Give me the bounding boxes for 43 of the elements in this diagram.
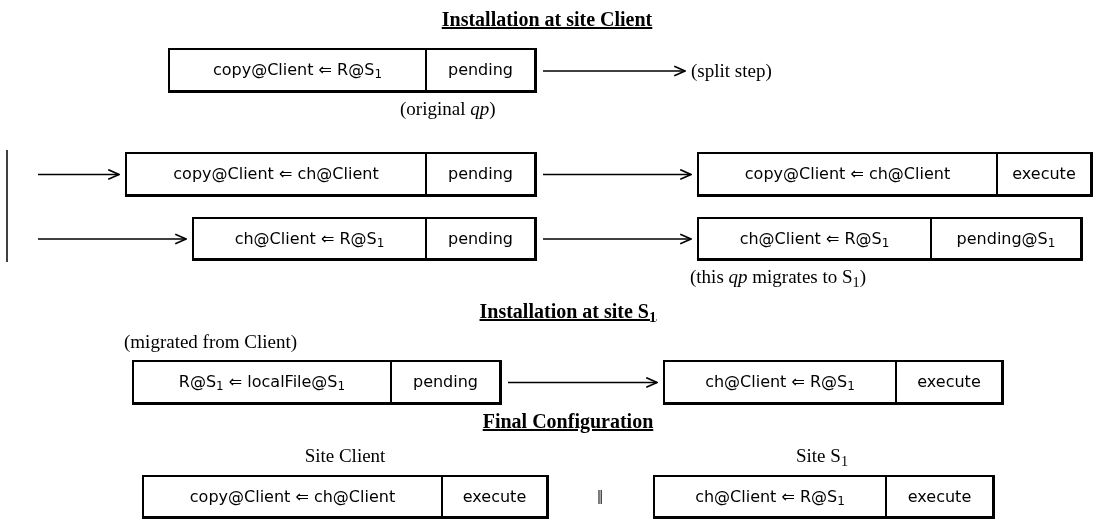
query-box: [653, 475, 995, 519]
query-box: [697, 217, 1083, 261]
status-cell: pending@S$_{1}$: [930, 219, 1080, 258]
status-cell: pending: [390, 362, 499, 402]
arrow: [37, 168, 120, 181]
arrow: [507, 376, 658, 389]
rule-cell-text: copy@Client ⇐ R@S$_{1}$: [212, 59, 383, 83]
annotation: (this qp migrates to S$_{1}$): [690, 265, 866, 292]
arrow: [37, 233, 187, 245]
section-heading: Installation at site S$_{1}$: [479, 299, 657, 326]
section-heading: Final Configuration: [482, 409, 654, 435]
parallel-symbol: ‖: [596, 483, 604, 511]
rule-cell-text: copy@Client ⇐ ch@Client: [172, 163, 380, 185]
status-cell: pending: [425, 50, 534, 90]
step-note: (split step): [691, 56, 772, 86]
rule-cell-text: ch@Client ⇐ R@S$_{1}$: [704, 371, 856, 395]
rule-cell-text: ch@Client ⇐ R@S$_{1}$: [694, 485, 846, 510]
rule-cell-text: ch@Client ⇐ R@S$_{1}$: [233, 227, 386, 252]
status-cell: pending: [425, 219, 534, 258]
site-label: Site S$_{1}$: [796, 444, 848, 471]
arrow: [542, 65, 686, 77]
rule-cell-text: copy@Client ⇐ ch@Client: [743, 163, 952, 185]
query-box: [142, 475, 549, 519]
section-heading: Installation at site Client: [441, 7, 653, 32]
status-cell: execute: [895, 362, 1001, 402]
query-box: [663, 360, 1004, 405]
rule-cell-text: copy@Client ⇐ ch@Client: [188, 485, 397, 508]
query-box: [697, 152, 1093, 197]
status-cell: execute: [996, 154, 1090, 194]
annotation: (original qp): [400, 97, 496, 121]
rule-cell-text: ch@Client ⇐ R@S$_{1}$: [738, 227, 891, 252]
status-cell: pending: [425, 154, 534, 194]
status-cell: execute: [885, 477, 992, 516]
annotation: (migrated from Client): [124, 330, 298, 354]
rule-cell-text: R@S$_{1}$ ⇐ localFile@S$_{1}$: [177, 371, 347, 395]
query-box: [125, 152, 537, 197]
arrow: [542, 233, 692, 245]
site-label: Site Client: [304, 444, 386, 468]
arrow: [542, 168, 692, 181]
status-cell: execute: [441, 477, 546, 516]
query-box: [168, 48, 537, 93]
query-box: [192, 217, 537, 261]
query-box: [132, 360, 502, 405]
